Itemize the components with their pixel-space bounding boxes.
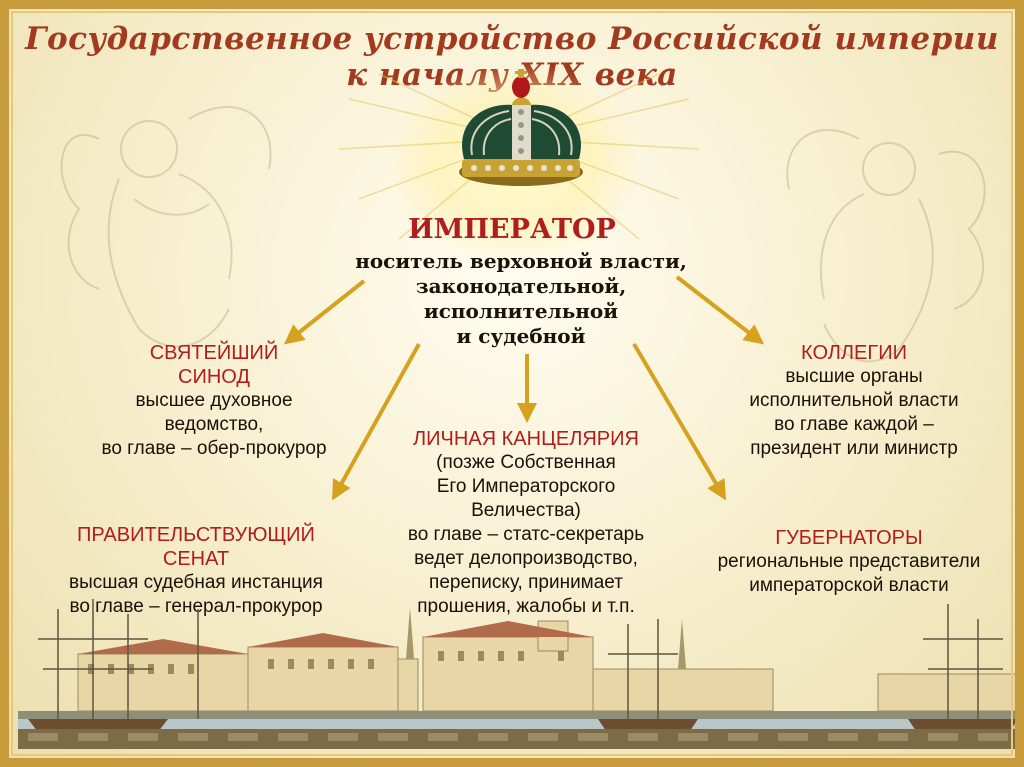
chancellery-line: переписку, принимает bbox=[429, 572, 623, 593]
collegia-line: высшие органы bbox=[785, 366, 923, 387]
imperial-crown-icon bbox=[459, 69, 583, 186]
senate-line: высшая судебная инстанция bbox=[69, 572, 323, 593]
collegia-line: исполнительной власти bbox=[749, 390, 959, 411]
hierarchy-arrows bbox=[283, 275, 765, 501]
governors-heading: ГУБЕРНАТОРЫ bbox=[775, 527, 923, 549]
emperor-line: и судебной bbox=[456, 324, 586, 348]
chancellery-line: Величества) bbox=[471, 500, 581, 521]
emperor-line: носитель верховной власти, bbox=[355, 249, 687, 273]
collegia-line: во главе каждой – bbox=[774, 414, 934, 435]
collegia-heading: КОЛЛЕГИИ bbox=[801, 342, 907, 364]
synod-line: ведомство, bbox=[164, 414, 264, 435]
senate-heading: ПРАВИТЕЛЬСТВУЮЩИЙ bbox=[77, 524, 315, 546]
arrow-to-governors bbox=[632, 342, 727, 501]
governors-line: региональные представители bbox=[717, 551, 981, 572]
chancellery-heading: ЛИЧНАЯ КАНЦЕЛЯРИЯ bbox=[413, 428, 639, 450]
emperor-line: законодательной, bbox=[415, 274, 627, 298]
senate-block: ПРАВИТЕЛЬСТВУЮЩИЙ СЕНАТ высшая судебная … bbox=[31, 523, 361, 619]
synod-block: СВЯТЕЙШИЙ СИНОД высшее духовное ведомств… bbox=[69, 341, 359, 461]
emperor-line: исполнительной bbox=[423, 299, 619, 323]
collegia-line: президент или министр bbox=[750, 438, 958, 459]
synod-heading: СВЯТЕЙШИЙ bbox=[149, 342, 279, 364]
senate-line: во главе – генерал-прокурор bbox=[69, 596, 323, 617]
chancellery-line: Его Императорского bbox=[436, 476, 616, 497]
synod-line: высшее духовное bbox=[135, 390, 293, 411]
synod-heading: СИНОД bbox=[178, 366, 250, 388]
emperor-description: носитель верховной власти, законодательн… bbox=[321, 249, 721, 349]
right-angel-illustration bbox=[786, 128, 986, 363]
left-angel-illustration bbox=[60, 106, 272, 348]
chancellery-line: ведет делопроизводство, bbox=[414, 548, 638, 569]
governors-block: ГУБЕРНАТОРЫ региональные представители и… bbox=[679, 526, 1015, 598]
senate-heading: СЕНАТ bbox=[162, 548, 230, 570]
collegia-block: КОЛЛЕГИИ высшие органы исполнительной вл… bbox=[699, 341, 1009, 461]
chancellery-line: (позже Собственная bbox=[436, 452, 616, 473]
governors-line: императорской власти bbox=[749, 575, 949, 596]
st-petersburg-panorama bbox=[18, 599, 1015, 749]
arrow-to-collegia bbox=[675, 275, 765, 345]
chancellery-block: ЛИЧНАЯ КАНЦЕЛЯРИЯ (позже Собственная Его… bbox=[371, 427, 681, 619]
arrow-to-synod bbox=[283, 279, 366, 345]
chancellery-line: во главе – статс-секретарь bbox=[407, 524, 645, 545]
synod-line: во главе – обер-прокурор bbox=[101, 438, 327, 459]
arrow-to-senate bbox=[332, 343, 421, 501]
emperor-heading: ИМПЕРАТОР bbox=[408, 214, 616, 245]
chancellery-line: прошения, жалобы и т.п. bbox=[417, 596, 635, 617]
